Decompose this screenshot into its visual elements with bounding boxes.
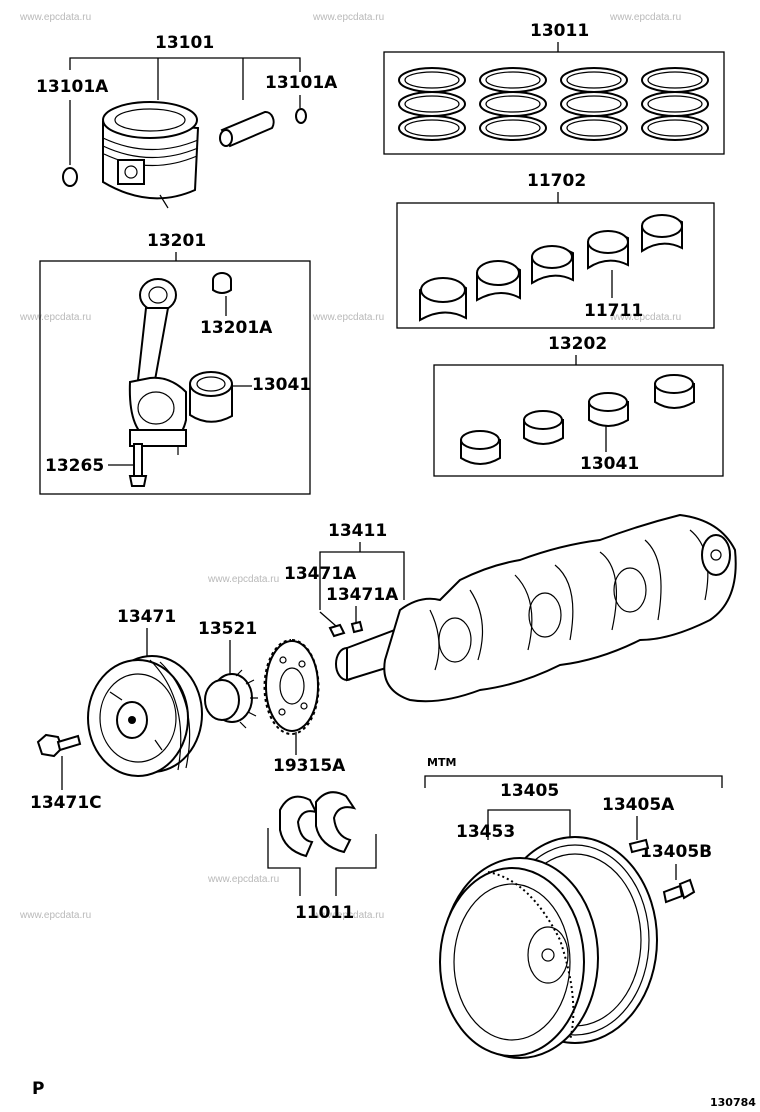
label-main-bearing-upper: 11702 (527, 171, 586, 191)
crank-timing-gear (204, 669, 258, 729)
piston-rings-group: 13011 (383, 21, 725, 155)
piston-pin-clip (62, 167, 78, 187)
sensor-plate (263, 639, 320, 735)
crank-key (350, 620, 364, 634)
label-connecting-rod: 13201 (147, 231, 206, 251)
main-bearing-lower-group: 13202 13041 (433, 334, 724, 477)
watermark: www.epcdata.ru (19, 312, 91, 323)
piston-pin (220, 111, 275, 148)
watermark: www.epcdata.ru (312, 312, 384, 323)
bearing-shell (476, 260, 521, 302)
piston-ring-set (479, 67, 547, 141)
label-ring-gear: 13453 (456, 822, 515, 842)
thrust-washer (315, 791, 357, 854)
con-rod-bushing (212, 272, 232, 294)
crank-key (328, 623, 346, 638)
label-piston-clip-left: 13101A (36, 77, 109, 97)
crankshaft (335, 513, 737, 703)
label-flywheel-bolt: 13405B (640, 842, 712, 862)
bearing-shell (419, 277, 467, 322)
label-piston-clip-right: 13101A (265, 73, 338, 93)
bearing-shell (641, 214, 683, 253)
pulley-bolt (36, 733, 82, 758)
label-con-rod-bearing-left: 13041 (252, 375, 311, 395)
watermark: www.epcdata.ru (207, 874, 279, 885)
piston-ring-set (641, 67, 709, 141)
crank-timing-gear-group: 13521 (198, 619, 258, 729)
bearing-shell (654, 374, 695, 409)
flywheel-bolt (662, 878, 696, 904)
label-con-rod-bearing-right: 13041 (580, 454, 639, 474)
label-con-rod-bolt: 13265 (45, 456, 104, 476)
piston-pin-clip (295, 108, 307, 124)
crank-pulley (87, 655, 203, 777)
piston-ring-set (560, 67, 628, 141)
label-sensor-plate: 19315A (273, 756, 346, 776)
label-piston-rings: 13011 (530, 21, 589, 41)
label-main-bearing-lower: 13202 (548, 334, 607, 354)
corner-letter: P (32, 1079, 44, 1099)
con-rod-bolt (128, 443, 148, 487)
watermark: www.epcdata.ru (19, 12, 91, 23)
piston-group: 13101 13101A 13101A (36, 33, 338, 209)
connecting-rod (128, 278, 187, 455)
watermark: www.epcdata.ru (19, 910, 91, 921)
label-flywheel-pin: 13405A (602, 795, 675, 815)
flywheel-group: MTM 13405 13453 13405A 13405B (424, 756, 723, 1059)
flywheel (439, 836, 658, 1059)
label-flywheel: 13405 (500, 781, 559, 801)
label-crank-key-right: 13471A (326, 585, 399, 605)
label-crankshaft: 13411 (328, 521, 387, 541)
mtm-tag: MTM (427, 756, 456, 769)
bearing-shell (531, 245, 574, 285)
crankshaft-group: 13411 13471A 13471A (284, 513, 737, 703)
main-bearing-upper-group: 11702 11711 (396, 171, 715, 329)
thrust-washer-group: 11011 (267, 791, 377, 923)
illustration-number: 130784 (710, 1096, 756, 1109)
label-crank-pulley: 13471 (117, 607, 176, 627)
label-con-rod-bushing: 13201A (200, 318, 273, 338)
label-crank-timing-gear: 13521 (198, 619, 257, 639)
watermark: www.epcdata.ru (312, 12, 384, 23)
bearing-shell (588, 392, 629, 427)
bearing-shell (460, 430, 501, 465)
bearing-shell (587, 230, 629, 270)
piston-ring-set (398, 67, 466, 141)
connecting-rod-group: 13201 13201A 13041 (39, 231, 311, 495)
label-crank-key-left: 13471A (284, 564, 357, 584)
label-main-bearing-upper-sub: 11711 (584, 301, 643, 321)
thrust-washer (279, 795, 318, 858)
label-thrust-washer: 11011 (295, 903, 354, 923)
watermark: www.epcdata.ru (207, 574, 279, 585)
label-pulley-bolt: 13471C (30, 793, 102, 813)
crank-pulley-group: 13471 13471C (30, 607, 203, 813)
sensor-plate-group: 19315A (263, 639, 346, 776)
watermark: www.epcdata.ru (609, 12, 681, 23)
label-piston: 13101 (155, 33, 214, 53)
watermark: www.epcdata.ru (312, 910, 384, 921)
con-rod-bearing (189, 371, 233, 423)
flywheel-pin (628, 838, 650, 854)
bearing-shell (523, 410, 564, 445)
watermark: www.epcdata.ru (609, 312, 681, 323)
